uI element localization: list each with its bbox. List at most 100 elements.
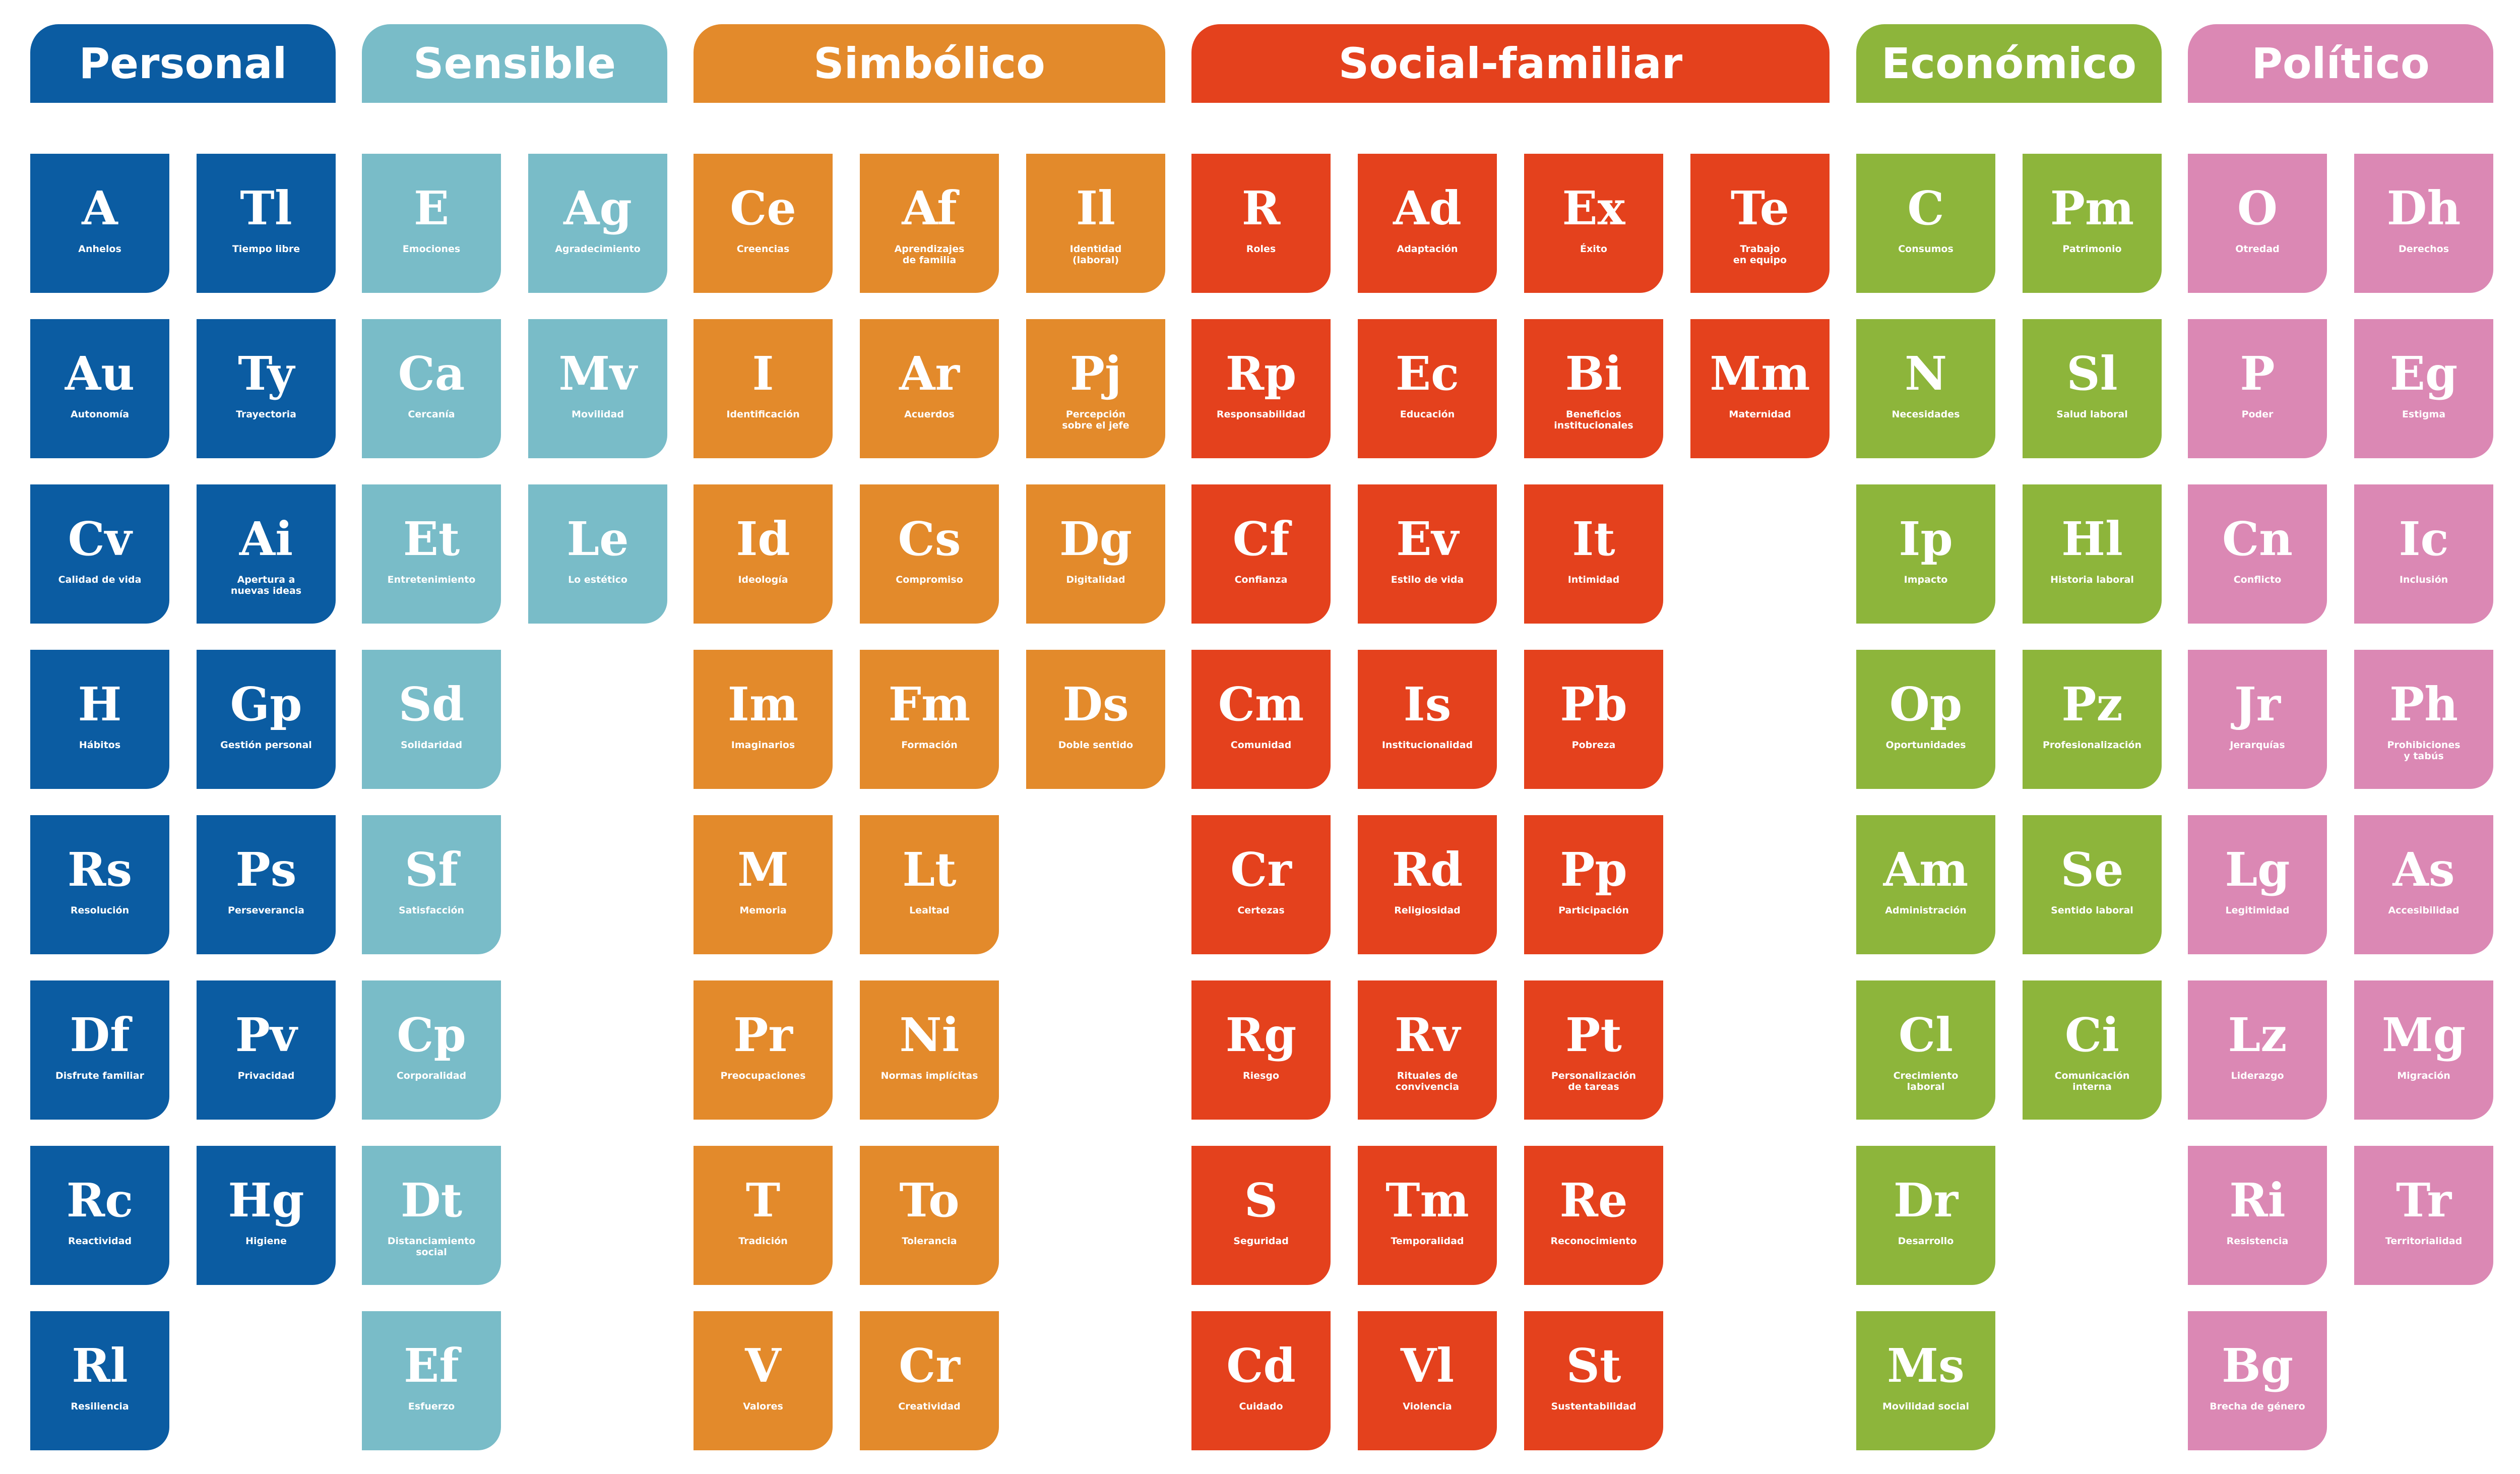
element-symbol: As — [2392, 842, 2455, 897]
element-symbol: Rp — [1225, 346, 1297, 401]
element-name: Impacto — [1904, 574, 1948, 585]
element-symbol: Rg — [1225, 1008, 1297, 1062]
element-name: Creencias — [736, 243, 790, 255]
element-name: Movilidad — [572, 409, 624, 420]
element-name: Compromiso — [896, 574, 963, 585]
element-name: Solidaridad — [400, 740, 463, 751]
element-symbol: Ai — [239, 512, 293, 566]
element-name: Trabajo en equipo — [1733, 243, 1787, 266]
element-symbol: Op — [1889, 677, 1963, 731]
element-symbol: Lg — [2225, 842, 2290, 897]
element-name: Tradición — [738, 1236, 788, 1247]
element-name: Lealtad — [909, 905, 950, 916]
element-name: Religiosidad — [1394, 905, 1461, 916]
element-symbol: Af — [902, 181, 957, 235]
element-name: Derechos — [2398, 243, 2449, 255]
element-name: Temporalidad — [1391, 1236, 1464, 1247]
element-name: Responsabilidad — [1216, 409, 1306, 420]
element-name: Agradecimiento — [555, 243, 641, 255]
element-name: Adaptación — [1397, 243, 1458, 255]
element-symbol: To — [899, 1173, 960, 1227]
element-symbol: Il — [1076, 181, 1115, 235]
element-name: Consumos — [1898, 243, 1954, 255]
element-symbol: Sd — [398, 677, 465, 731]
element-name: Esfuerzo — [408, 1401, 455, 1412]
element-name: Oportunidades — [1885, 740, 1966, 751]
element-symbol: Ip — [1899, 512, 1953, 566]
group-header-personal: Personal — [30, 24, 336, 103]
element-name: Educación — [1400, 409, 1455, 420]
element-name: Brecha de género — [2210, 1401, 2305, 1412]
element-name: Normas implícitas — [880, 1070, 978, 1081]
element-symbol: C — [1907, 181, 1944, 235]
element-symbol: Mg — [2381, 1008, 2466, 1062]
element-symbol: Ci — [2064, 1008, 2120, 1062]
element-symbol: Pv — [235, 1008, 297, 1062]
element-name: Sentido laboral — [2051, 905, 2133, 916]
element-symbol: Ag — [563, 181, 632, 235]
element-symbol: Ar — [899, 346, 960, 401]
element-symbol: Sl — [2066, 346, 2118, 401]
element-name: Emociones — [402, 243, 461, 255]
element-name: Sustentabilidad — [1551, 1401, 1636, 1412]
element-name: Creatividad — [898, 1401, 961, 1412]
element-name: Perseverancia — [228, 905, 304, 916]
element-name: Percepción sobre el jefe — [1062, 409, 1129, 431]
element-symbol: It — [1572, 512, 1615, 566]
element-symbol: Cd — [1226, 1338, 1296, 1393]
element-name: Memoria — [739, 905, 787, 916]
element-symbol: V — [745, 1338, 781, 1393]
element-name: Conflicto — [2233, 574, 2282, 585]
element-symbol: Se — [2060, 842, 2124, 897]
element-name: Profesionalización — [2043, 740, 2141, 751]
element-symbol: I — [752, 346, 774, 401]
element-symbol: Ad — [1393, 181, 1462, 235]
element-name: Aprendizajes de familia — [894, 243, 965, 266]
element-tile: C Consumos — [1856, 154, 1995, 293]
element-name: Crecimiento laboral — [1893, 1070, 1959, 1092]
element-name: Rituales de convivencia — [1395, 1070, 1460, 1092]
element-symbol: Eg — [2389, 346, 2458, 401]
element-symbol: Ex — [1562, 181, 1625, 235]
group-header-simbolico: Simbólico — [694, 24, 1165, 103]
element-symbol: Cp — [397, 1008, 466, 1062]
element-symbol: Jr — [2234, 677, 2281, 731]
element-symbol: Vl — [1400, 1338, 1455, 1393]
element-name: Hábitos — [79, 740, 121, 751]
element-symbol: Ca — [398, 346, 465, 401]
element-name: Resistencia — [2226, 1236, 2289, 1247]
element-name: Identidad (laboral) — [1069, 243, 1122, 266]
